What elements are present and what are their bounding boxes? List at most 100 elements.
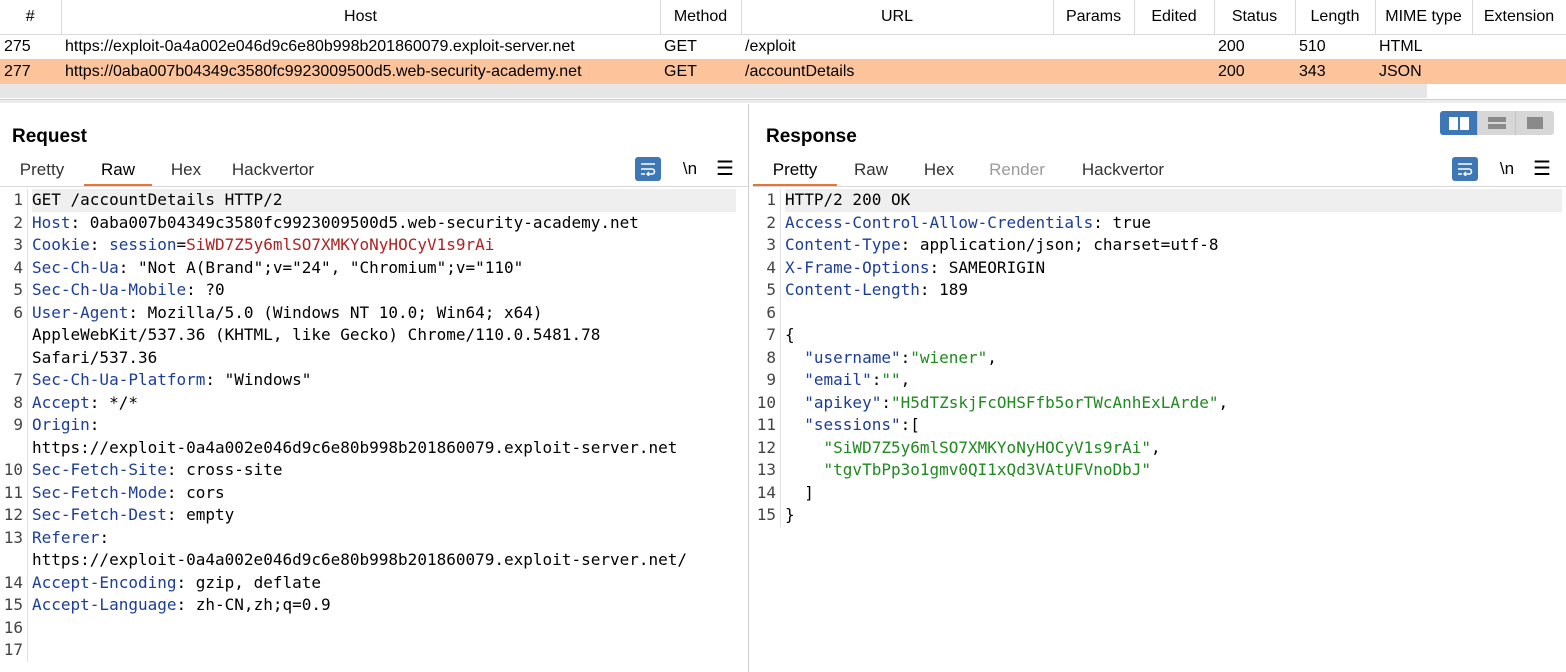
header-continuation: AppleWebKit/537.36 (KHTML, like Gecko) C… xyxy=(32,324,736,347)
tab-raw[interactable]: Raw xyxy=(853,160,888,179)
header-value: : xyxy=(99,527,110,547)
history-header-row: # Host Method URL Params Edited Status L… xyxy=(0,0,1566,35)
line-number: 8 xyxy=(13,392,23,412)
history-grid: # Host Method URL Params Edited Status L… xyxy=(0,0,1566,84)
json-line: ] xyxy=(785,482,1562,505)
history-row[interactable]: 275 https://exploit-0a4a002e046d9c6e80b9… xyxy=(0,34,1566,59)
header-value: : gzip, deflate xyxy=(176,572,322,592)
tabs-underline xyxy=(753,186,1566,187)
show-newlines-button[interactable]: \n xyxy=(1499,158,1515,178)
row-url: /accountDetails xyxy=(741,59,1053,84)
header-name: Sec-Fetch-Site xyxy=(32,460,167,479)
json-key: "sessions" xyxy=(804,415,901,434)
header-line: Cookie: session=SiWD7Z5y6mlSO7XMKYoNyHOC… xyxy=(32,235,495,254)
header-continuation: https://exploit-0a4a002e046d9c6e80b998b2… xyxy=(32,549,736,572)
layout-toggle xyxy=(1440,111,1554,135)
header-value: : SAMEORIGIN xyxy=(929,257,1046,277)
response-line-numbers: 1 2 3 4 5 6 7 8 9 10 11 12 13 14 15 xyxy=(753,189,781,527)
row-extension xyxy=(1472,34,1566,59)
header-value: https://exploit-0a4a002e046d9c6e80b998b2… xyxy=(32,550,688,569)
col-header-length[interactable]: Length xyxy=(1295,0,1376,35)
row-host: https://exploit-0a4a002e046d9c6e80b998b2… xyxy=(65,37,575,55)
col-header-mime[interactable]: MIME type xyxy=(1375,0,1473,35)
col-header-url[interactable]: URL xyxy=(741,0,1054,35)
header-name: Accept-Encoding xyxy=(32,572,177,592)
layout-single-icon[interactable] xyxy=(1516,111,1554,135)
header-name: Accept-Language xyxy=(32,595,177,614)
json-value: "" xyxy=(881,370,901,389)
line-number: 5 xyxy=(766,280,776,299)
line-number: 13 xyxy=(756,460,776,479)
request-line-text: GET /accountDetails HTTP/2 xyxy=(32,190,283,209)
line-number: 15 xyxy=(756,505,776,524)
line-number: 12 xyxy=(3,505,23,524)
empty-line xyxy=(785,302,1562,325)
json-brace-close: } xyxy=(785,505,795,524)
response-panel: Response Pretty Raw Hex Render Hackverto… xyxy=(753,104,1566,672)
header-value: : */* xyxy=(89,392,138,412)
line-number: 16 xyxy=(3,617,23,637)
col-header-method[interactable]: Method xyxy=(660,0,742,35)
line-number: 1 xyxy=(766,190,776,209)
col-header-extension[interactable]: Extension xyxy=(1472,0,1566,35)
line-number xyxy=(0,347,27,370)
status-line: HTTP/2 200 OK xyxy=(785,189,1562,212)
header-value: : application/json; charset=utf-8 xyxy=(900,235,1219,254)
json-line: "email":"", xyxy=(785,369,1562,392)
header-continuation: https://exploit-0a4a002e046d9c6e80b998b2… xyxy=(32,437,736,460)
header-name: Cookie xyxy=(32,235,90,254)
header-line: Sec-Fetch-Site: cross-site xyxy=(32,459,736,482)
line-number: 15 xyxy=(3,595,23,614)
request-response-splitter[interactable] xyxy=(748,104,753,672)
line-number: 4 xyxy=(766,257,776,277)
line-number: 4 xyxy=(13,257,23,277)
tab-hackvertor[interactable]: Hackvertor xyxy=(231,160,315,179)
json-colon: : xyxy=(900,347,911,367)
tab-hackvertor[interactable]: Hackvertor xyxy=(1081,160,1165,179)
col-header-params[interactable]: Params xyxy=(1053,0,1135,35)
header-value: : true xyxy=(1093,212,1152,232)
cookie-name: session xyxy=(109,235,177,254)
json-key: "username" xyxy=(804,347,901,367)
layout-side-by-side-icon[interactable] xyxy=(1440,111,1478,135)
hamburger-menu-icon[interactable]: ☰ xyxy=(1533,158,1551,180)
header-name: Access-Control-Allow-Credentials xyxy=(785,212,1094,232)
header-value: : "Windows" xyxy=(205,370,312,389)
history-editor-splitter[interactable] xyxy=(0,99,1566,103)
empty-line xyxy=(32,639,736,662)
layout-horizontal-icon[interactable] xyxy=(1478,111,1516,135)
header-value: Safari/537.36 xyxy=(32,347,158,367)
tab-hex[interactable]: Hex xyxy=(923,160,955,179)
line-number: 9 xyxy=(13,415,23,434)
line-number: 14 xyxy=(756,482,776,502)
row-mime: HTML xyxy=(1379,37,1423,55)
col-header-edited[interactable]: Edited xyxy=(1134,0,1215,35)
col-header-host[interactable]: Host xyxy=(61,0,661,35)
col-header-status[interactable]: Status xyxy=(1214,0,1296,35)
show-newlines-button[interactable]: \n xyxy=(682,158,698,178)
header-line: Sec-Fetch-Dest: empty xyxy=(32,504,736,527)
header-name: Sec-Fetch-Dest xyxy=(32,505,167,524)
header-line: User-Agent: Mozilla/5.0 (Windows NT 10.0… xyxy=(32,302,736,325)
header-value: : 189 xyxy=(919,280,969,299)
history-horizontal-scrollbar[interactable] xyxy=(0,84,1427,98)
tab-pretty[interactable]: Pretty xyxy=(19,160,65,179)
tab-pretty[interactable]: Pretty xyxy=(753,158,837,186)
row-status: 200 xyxy=(1218,37,1245,55)
header-name: Sec-Ch-Ua xyxy=(32,257,119,277)
wrap-lines-icon[interactable] xyxy=(1452,156,1478,181)
history-row-selected[interactable]: 277 https://0aba007b04349c3580fc99230095… xyxy=(0,59,1566,84)
header-name: Sec-Fetch-Mode xyxy=(32,482,167,502)
json-comma: , xyxy=(987,347,997,367)
empty-line xyxy=(32,617,736,640)
header-line: Sec-Ch-Ua-Mobile: ?0 xyxy=(32,279,736,302)
row-url: /exploit xyxy=(745,37,796,55)
json-brace-open: { xyxy=(785,325,795,344)
header-value: : xyxy=(89,415,100,434)
hamburger-menu-icon[interactable]: ☰ xyxy=(716,158,734,180)
tab-hex[interactable]: Hex xyxy=(170,160,202,179)
tab-raw[interactable]: Raw xyxy=(84,158,152,186)
wrap-lines-icon[interactable] xyxy=(635,156,661,181)
col-header-number[interactable]: # xyxy=(0,0,62,35)
json-value: "H5dTZskjFcOHSFfb5orTWcAnhExLArde" xyxy=(890,392,1219,412)
